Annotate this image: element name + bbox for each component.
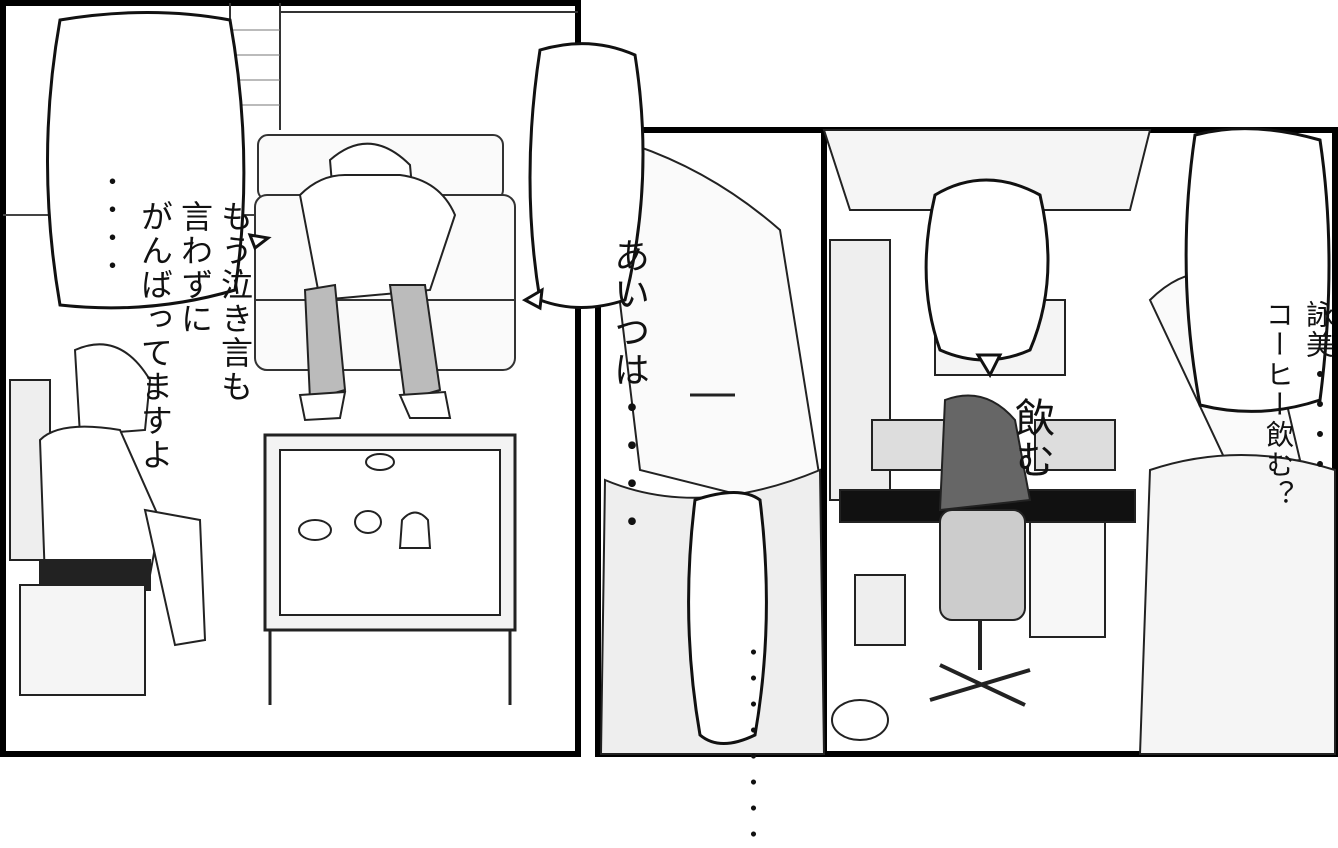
bubble-middle-text: あいつは・・・・	[562, 65, 694, 541]
bubble-left-ellipsis-text: ・・・・	[95, 168, 125, 280]
left-panel-border	[0, 0, 581, 757]
bubble-left-ellipsis: ・・・・	[65, 40, 155, 280]
bubble-bottom	[687, 491, 768, 745]
bubble-middle-line-1: あいつは・・・・	[608, 237, 649, 541]
bubble-bottom-text: ・・・・・・・・	[712, 520, 790, 848]
bubble-right-middle-text: 飲む	[962, 205, 1100, 481]
bubble-right-middle	[924, 178, 1050, 362]
bubble-right-top-line-1: 詠美・・・・	[1302, 300, 1335, 480]
bubble-left-line-1: もう泣き言も	[216, 200, 254, 404]
bubble-right-middle-line-1: 飲む	[1008, 397, 1054, 481]
bubble-right-top-text: 詠美・・・・ コーヒー飲む？	[1218, 160, 1338, 510]
bubble-left	[46, 11, 246, 310]
bubble-bottom-line-1: ・・・・・・・・	[737, 640, 765, 848]
bubble-left-text: もう泣き言も 言わずに がんばってますよ	[95, 40, 295, 472]
man-sitting	[298, 142, 457, 422]
bubble-right-top	[1184, 127, 1331, 413]
bubble-middle	[528, 42, 645, 309]
desk-scene	[822, 129, 1336, 755]
bubble-left-line-3: がんばってますよ	[136, 200, 174, 472]
bubble-left-line-2: 言わずに	[176, 200, 214, 336]
bubble-right-top-line-2: コーヒー飲む？	[1262, 300, 1295, 510]
coffee-table	[263, 433, 517, 705]
manga-artwork	[0, 0, 1338, 757]
speech-bubbles	[46, 11, 1331, 745]
girl-sitting	[9, 343, 207, 696]
